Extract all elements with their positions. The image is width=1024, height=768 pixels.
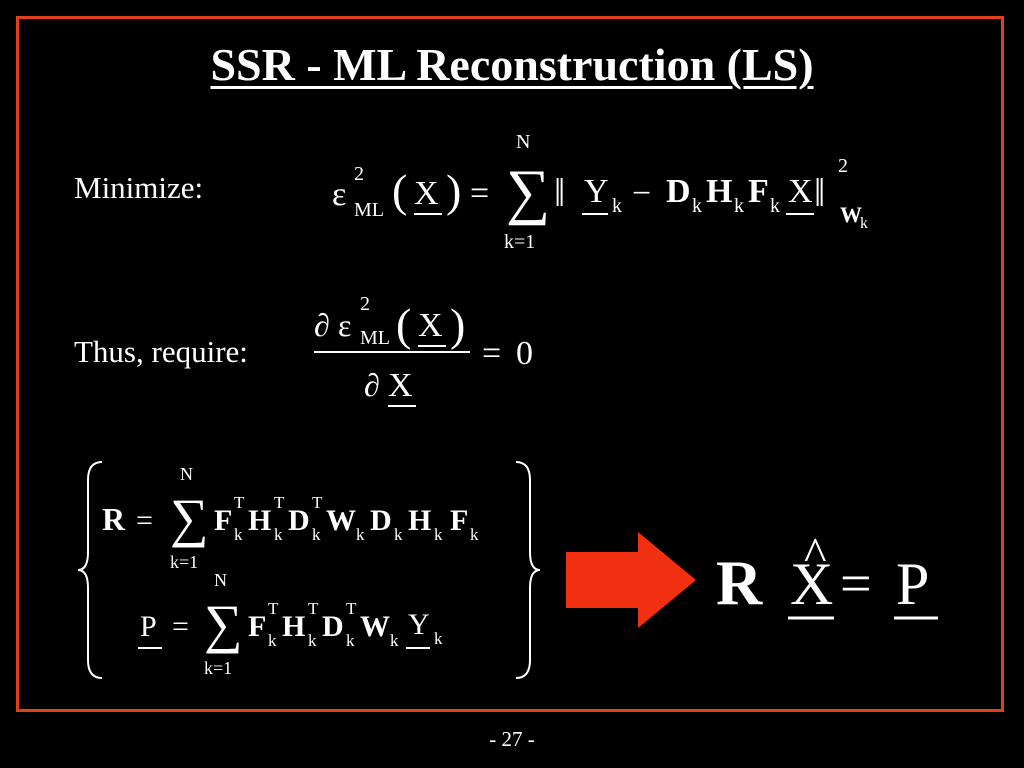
- final-x-hat: X: [790, 551, 833, 617]
- y-vector: Y: [584, 173, 609, 210]
- left-brace: [77, 461, 103, 679]
- h-sub-k: k: [734, 195, 744, 217]
- r-f: F: [214, 504, 232, 537]
- r-d: D: [288, 504, 310, 537]
- derivative-equation: ∂ ε 2 ML ( X ) ∂ X = 0: [310, 280, 560, 420]
- p-f-sub: k: [268, 631, 277, 650]
- equals-r: =: [136, 504, 153, 537]
- slide-title: SSR - ML Reconstruction (LS): [210, 39, 814, 90]
- zero-value: 0: [516, 335, 533, 372]
- p-d: D: [322, 610, 344, 643]
- sum-symbol-r: ∑: [170, 488, 209, 548]
- norm-sup-2: 2: [838, 155, 848, 177]
- p-h-sup: T: [308, 599, 319, 618]
- sum-symbol-p: ∑: [204, 594, 243, 654]
- final-equation: R X ^ = P: [714, 522, 954, 632]
- p-d-sup: T: [346, 599, 357, 618]
- r-w-sub: k: [356, 525, 365, 544]
- r-h: H: [248, 504, 271, 537]
- r-d-sup: T: [312, 493, 323, 512]
- f-sub-k: k: [770, 195, 780, 217]
- paren-close-b: ): [450, 299, 465, 350]
- r-d-sub: k: [312, 525, 321, 544]
- sum-bottom-k: k=1: [504, 231, 535, 253]
- r-h-sub: k: [274, 525, 283, 544]
- hat-icon: ^: [804, 528, 827, 581]
- minus-sign: −: [632, 175, 651, 212]
- sum-symbol: ∑: [506, 158, 550, 226]
- partial-top: ∂: [314, 307, 330, 343]
- final-equals: =: [840, 553, 872, 615]
- p-y-sub: k: [434, 629, 443, 648]
- d-matrix: D: [666, 173, 691, 210]
- p-h-sub: k: [308, 631, 317, 650]
- p-y: Y: [408, 608, 430, 641]
- p-w: W: [360, 610, 390, 643]
- final-p: P: [896, 551, 929, 617]
- epsilon-sup-2: 2: [354, 163, 364, 185]
- sum-r-bottom: k=1: [170, 552, 198, 572]
- r-h-sup: T: [274, 493, 285, 512]
- p-vector: P: [140, 610, 157, 643]
- r-matrix: R: [102, 501, 126, 537]
- y-sub-k: k: [612, 195, 622, 217]
- p-h: H: [282, 610, 305, 643]
- x-vector-c: X: [388, 367, 413, 404]
- minimize-label: Minimize:: [74, 170, 204, 205]
- epsilon-sub-ml: ML: [354, 199, 384, 221]
- sum-p-bottom: k=1: [204, 658, 232, 678]
- epsilon-symbol-2: ε: [338, 307, 351, 343]
- p-f: F: [248, 610, 266, 643]
- r-h2-sub: k: [434, 525, 443, 544]
- sum-top-n: N: [516, 131, 530, 153]
- r-d2-sub: k: [394, 525, 403, 544]
- d-sub-k: k: [692, 195, 702, 217]
- r-f-sub: k: [234, 525, 243, 544]
- epsilon-symbol: ε: [332, 176, 346, 213]
- p-d-sub: k: [346, 631, 355, 650]
- r-f2-sub: k: [470, 525, 479, 544]
- final-r: R: [716, 547, 763, 618]
- p-w-sub: k: [390, 631, 399, 650]
- right-arrow-icon: [566, 532, 706, 632]
- r-f2: F: [450, 504, 468, 537]
- sum-r-top: N: [180, 464, 193, 484]
- require-label: Thus, require:: [74, 334, 248, 369]
- paren-open: (: [392, 165, 407, 216]
- right-brace: [515, 461, 541, 679]
- x-vector-2: X: [788, 173, 813, 210]
- equals-p: =: [172, 610, 189, 643]
- slide-frame: [16, 16, 1004, 712]
- x-vector: X: [414, 175, 439, 212]
- r-f-sup: T: [234, 493, 245, 512]
- norm-close: ‖: [814, 170, 825, 215]
- r-d2: D: [370, 504, 392, 537]
- equals-sign-b: =: [482, 335, 501, 372]
- ml-error-equation: ε 2 ML ( X ) = ∑ N k=1 ‖ Y k − D k H k F…: [330, 128, 900, 258]
- paren-open-b: (: [396, 299, 411, 350]
- r-h2: H: [408, 504, 431, 537]
- equals-sign: =: [470, 175, 489, 212]
- r-w: W: [326, 504, 356, 537]
- sum-p-top: N: [214, 570, 227, 590]
- h-matrix: H: [706, 173, 732, 210]
- epsilon-sub-ml-b: ML: [360, 327, 390, 349]
- partial-bottom: ∂: [364, 367, 380, 403]
- normal-equations-system: R = ∑ N k=1 F T k H T k D T k W k D k H …: [77, 456, 550, 696]
- p-f-sup: T: [268, 599, 279, 618]
- epsilon-sup-2-b: 2: [360, 293, 370, 315]
- norm-open: ‖: [554, 170, 565, 215]
- f-matrix: F: [748, 173, 769, 210]
- x-vector-b: X: [418, 307, 443, 344]
- norm-sub-w: W: [840, 202, 862, 227]
- page-number: - 27 -: [489, 727, 535, 751]
- norm-sub-w-k: k: [860, 215, 868, 232]
- paren-close: ): [446, 165, 461, 216]
